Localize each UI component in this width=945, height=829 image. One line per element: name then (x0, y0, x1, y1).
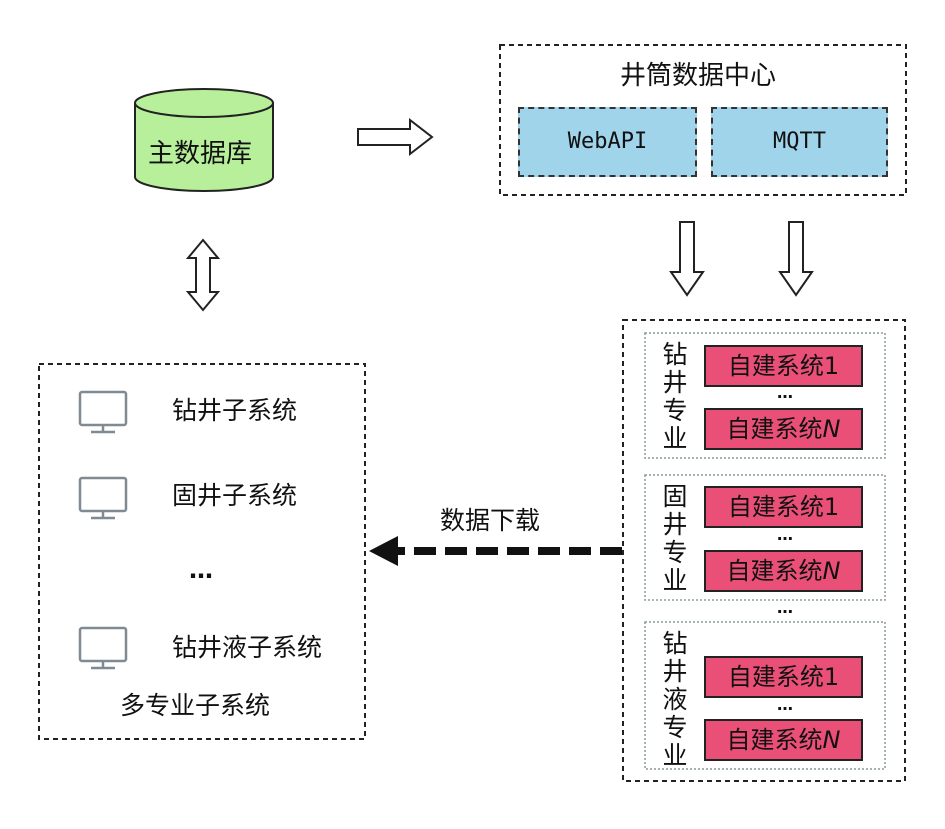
monitor-icon (78, 626, 128, 670)
mqtt-service-box: MQTT (711, 107, 888, 177)
self-built-system-first: 自建系统1 (704, 345, 863, 387)
specialty-char: 专 (662, 538, 688, 567)
system-suffix: N (822, 415, 841, 443)
self-built-system-first: 自建系统1 (704, 656, 863, 698)
specialty-char: 专 (662, 713, 688, 742)
hollow-arrow-down-icon (778, 221, 814, 297)
specialty-char: 钻 (662, 340, 688, 369)
hollow-arrow-down-icon (669, 221, 705, 297)
subsystem-ellipsis: … (189, 556, 213, 584)
subsystem-cementing: 固井子系统 (172, 481, 298, 510)
ellipsis: … (777, 525, 793, 544)
specialty-group-box (644, 474, 886, 601)
specialty-group-box (644, 621, 886, 770)
self-built-system-last: 自建系统N (704, 550, 863, 592)
system-suffix: N (822, 726, 841, 754)
specialty-char: 井 (662, 510, 688, 539)
specialty-char: 业 (662, 566, 688, 595)
monitor-icon (78, 476, 128, 520)
specialty-label-drilling-fluid: 钻 井 液 专 业 (660, 630, 690, 770)
webapi-label: WebAPI (567, 129, 648, 154)
ellipsis: … (777, 695, 793, 714)
specialty-char: 专 (662, 396, 688, 425)
specialty-char: 业 (662, 741, 688, 770)
specialty-char: 井 (662, 657, 688, 686)
subsystems-title: 多专业子系统 (120, 691, 271, 720)
mqtt-label: MQTT (773, 129, 826, 154)
hollow-arrow-right-icon (357, 117, 434, 157)
hollow-double-arrow-icon (185, 238, 221, 312)
specialty-label-cementing: 固 井 专 业 (660, 483, 690, 595)
database-label: 主数据库 (148, 139, 253, 169)
subsystem-drilling: 钻井子系统 (172, 396, 298, 425)
monitor-icon (78, 390, 128, 434)
system-prefix: 自建系统 (726, 415, 823, 443)
ellipsis: … (777, 383, 793, 402)
subsystem-box (38, 363, 366, 740)
specialty-char: 井 (662, 368, 688, 397)
specialty-char: 固 (662, 482, 688, 511)
data-center-title: 井筒数据中心 (620, 61, 777, 91)
specialty-group-box (644, 332, 886, 459)
specialty-label-drilling: 钻 井 专 业 (660, 341, 690, 453)
ellipsis: … (777, 598, 793, 617)
database-icon (134, 88, 274, 192)
subsystem-drilling-fluid: 钻井液子系统 (172, 633, 323, 662)
specialty-char: 液 (662, 685, 688, 714)
self-built-system-first: 自建系统1 (704, 486, 863, 528)
download-label: 数据下载 (440, 506, 541, 535)
self-built-system-last: 自建系统N (704, 408, 863, 450)
system-suffix: N (822, 557, 841, 585)
system-prefix: 自建系统 (726, 557, 823, 585)
specialty-char: 钻 (662, 629, 688, 658)
webapi-service-box: WebAPI (518, 107, 697, 177)
specialty-char: 业 (662, 424, 688, 453)
dashed-arrow-icon (369, 536, 622, 566)
system-prefix: 自建系统 (726, 726, 823, 754)
self-built-system-last: 自建系统N (704, 719, 863, 761)
